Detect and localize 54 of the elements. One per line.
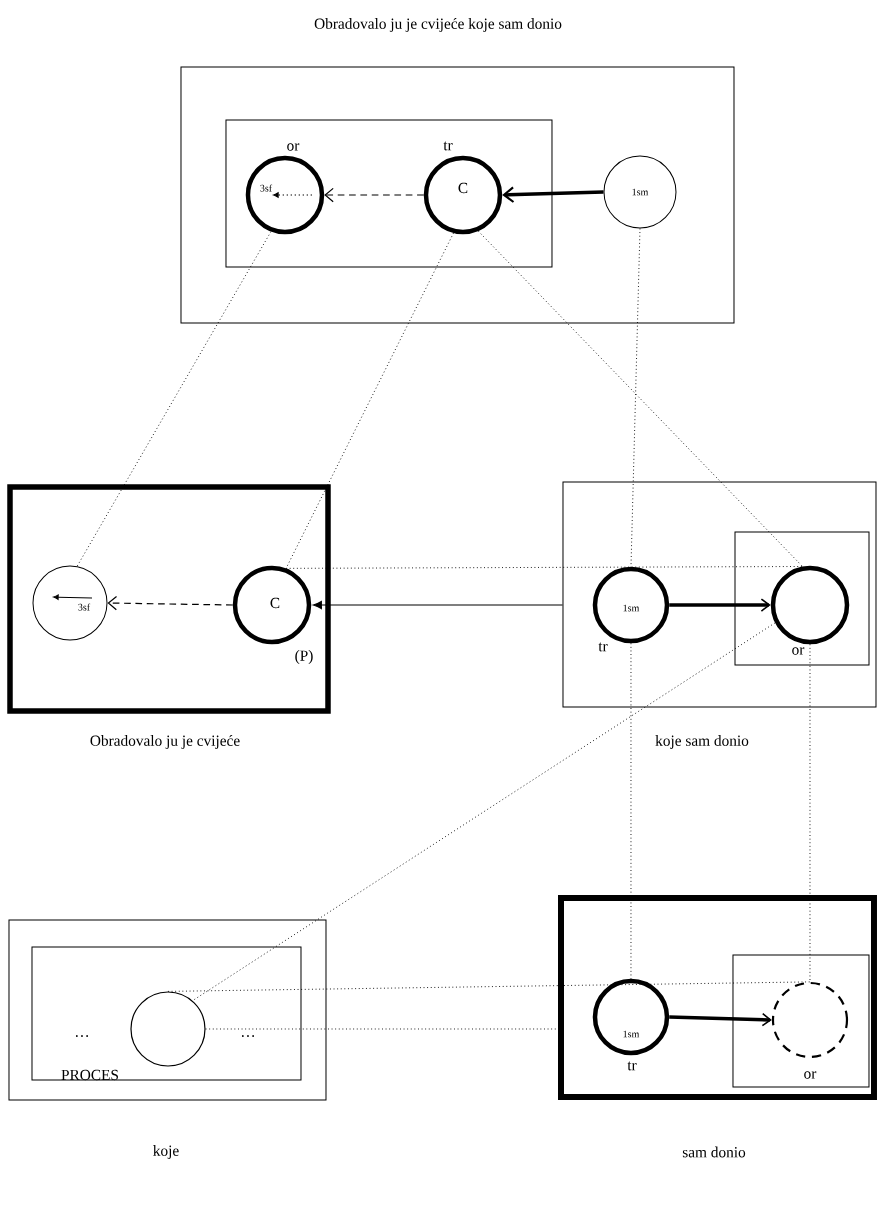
- correspondence-line: [285, 232, 454, 569]
- circle: [232, 565, 312, 645]
- node-label: PROCES: [61, 1069, 118, 1081]
- node-label: C: [270, 597, 280, 609]
- node-label: (P): [295, 650, 313, 664]
- thick-frame-box: [7, 484, 331, 714]
- dashed-circle: [771, 981, 849, 1059]
- circle: [245, 155, 325, 235]
- node-label: or: [792, 647, 805, 655]
- circle: [770, 565, 850, 645]
- correspondence-line: [76, 231, 272, 567]
- caption-text: koje: [153, 1145, 179, 1159]
- node-label: 1sm: [623, 604, 640, 612]
- frame-box: [732, 954, 870, 1088]
- frame-box: [225, 119, 553, 268]
- caption-text: sam donio: [682, 1146, 746, 1158]
- thick-frame-box: [558, 895, 877, 1100]
- circle: [592, 566, 670, 644]
- correspondence-line: [477, 230, 803, 567]
- frame-box: [734, 531, 870, 666]
- arrow: [669, 1012, 772, 1027]
- arrow: [312, 600, 564, 610]
- arrow: [669, 598, 771, 612]
- node-label: tr: [627, 1061, 637, 1071]
- caption-text: Obradovalo ju je cvijeće: [90, 735, 240, 749]
- circle: [32, 565, 108, 641]
- node-label: …: [241, 1035, 254, 1037]
- node-label: 3sf: [78, 603, 91, 611]
- node-label: tr: [443, 141, 453, 151]
- frame-box: [180, 66, 735, 324]
- caption-text: koje sam donio: [655, 735, 749, 749]
- node-label: or: [804, 1071, 817, 1079]
- frame-box: [8, 919, 327, 1101]
- node-label: …: [75, 1035, 88, 1037]
- node-label: or: [287, 143, 300, 151]
- arrow: [324, 187, 425, 203]
- circle: [423, 155, 503, 235]
- correspondence-line: [167, 981, 811, 992]
- correspondence-line: [285, 566, 803, 569]
- node-label: 1sm: [623, 1030, 640, 1038]
- circle: [603, 155, 677, 229]
- circle: [130, 991, 206, 1067]
- node-label: 1sm: [632, 188, 649, 196]
- correspondence-line: [630, 642, 632, 980]
- caption-text: Obradovalo ju je cvijeće koje sam donio: [314, 18, 562, 32]
- correspondence-line: [205, 1028, 559, 1030]
- arrow: [502, 186, 604, 203]
- node-label: 3sf: [260, 184, 273, 192]
- node-label: C: [458, 182, 468, 194]
- circle: [592, 978, 670, 1056]
- frame-box: [562, 481, 877, 708]
- node-label: tr: [598, 642, 608, 652]
- arrow: [107, 595, 234, 611]
- frame-box: [31, 946, 302, 1081]
